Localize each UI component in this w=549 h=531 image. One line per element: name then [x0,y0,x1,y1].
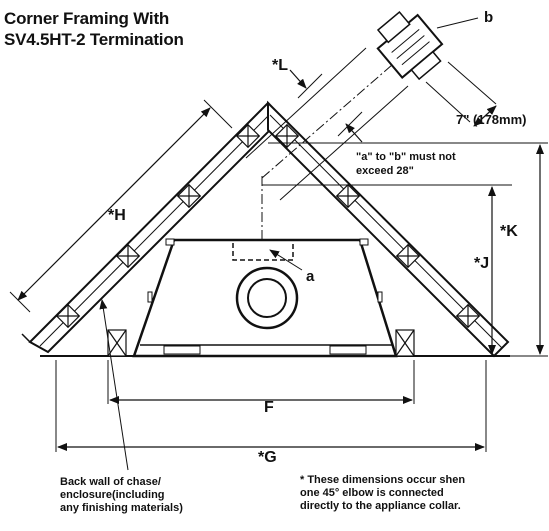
label-ab-note-1: "a" to "b" must not [356,151,456,163]
dim-7in-arrow [473,105,497,127]
dim-l-arrow-bottom [345,123,363,143]
footnote-line-3: directly to the appliance collar. [300,500,461,512]
dim-h-ext-top [203,99,233,129]
dim-7in-ext-1 [425,81,471,123]
dim-l-ext-2 [337,111,363,137]
leader-a [269,249,303,271]
label-a: a [306,268,315,285]
flue-collar [235,266,299,330]
leader-b [436,17,479,29]
dim-7in-ext-2 [447,61,497,105]
label-h: *H [108,207,126,224]
right-wall-studs [274,123,481,329]
vent-pipe-wall-upper [245,47,367,159]
dim-h-ext-bottom [9,291,31,313]
label-k: *K [500,223,518,240]
termination-cap [376,10,444,81]
label-g: *G [258,449,277,466]
footnote-line-1: * These dimensions occur shen [300,474,466,486]
footnote-line-2: one 45° elbow is connected [300,487,444,499]
dim-l-ext-1 [297,73,323,99]
back-wall-note-line-2: enclosure(including [60,489,165,501]
label-b: b [484,9,493,26]
dim-h-line [17,107,211,301]
label-l: *L [272,57,288,74]
back-wall-note: Back wall of chase/ enclosure(including … [60,476,183,515]
label-f: F [264,399,274,416]
floor-studs [107,329,415,357]
dim-l-arrow-top [289,69,307,89]
title-line-1: Corner Framing With [4,9,170,28]
title-line-2: SV4.5HT-2 Termination [4,30,184,49]
back-wall-note-line-3: any finishing materials) [60,502,183,514]
label-pipe-offset: 7" (178mm) [456,112,526,127]
label-j: *J [474,255,489,272]
back-wall-note-line-1: Back wall of chase/ [60,476,161,488]
vent-pipe-centerline [261,57,401,179]
diagram-title: Corner Framing With SV4.5HT-2 Terminatio… [4,8,184,50]
label-ab-note-2: exceed 28" [356,165,414,177]
leader-back-wall [99,299,129,471]
dimension-footnote: * These dimensions occur shen one 45° el… [300,474,465,513]
